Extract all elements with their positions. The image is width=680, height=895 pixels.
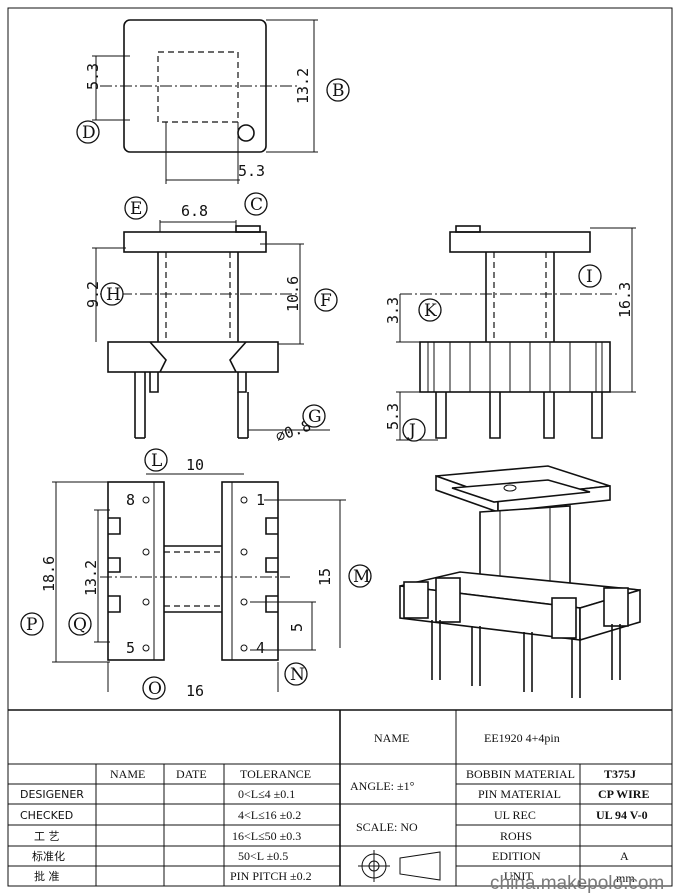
material-value: A xyxy=(620,849,629,863)
label-l: L xyxy=(151,451,162,471)
header-date: DATE xyxy=(176,767,207,781)
side-view: 3.3 5.3 16.3 I K J xyxy=(384,225,636,442)
row-tolerance: 0<L≤4 ±0.1 xyxy=(238,787,295,801)
material-value: CP WIRE xyxy=(598,787,649,801)
material-value: T375J xyxy=(604,767,636,781)
material-label: EDITION xyxy=(492,849,541,863)
name-label: NAME xyxy=(374,731,409,745)
bottom-dim-bottom: 16 xyxy=(186,682,204,700)
projection-symbol xyxy=(358,850,441,882)
front-dim-right: 10.6 xyxy=(284,276,302,312)
bottom-dim-pitch: 5 xyxy=(288,623,306,632)
label-c: C xyxy=(250,195,263,215)
label-i: I xyxy=(586,267,593,287)
side-dim-pin: 5.3 xyxy=(384,403,402,430)
scale-label: SCALE: NO xyxy=(356,820,418,834)
title-block: NAME EE1920 4+4pin ANGLE: ±1° SCALE: NO … xyxy=(8,709,672,886)
row-tolerance: PIN PITCH ±0.2 xyxy=(230,869,312,883)
watermark: china.makepolo.com xyxy=(490,873,664,894)
row-label: 标准化 xyxy=(32,849,65,863)
row-label: 工 艺 xyxy=(34,830,60,843)
material-value: UL 94 V-0 xyxy=(596,808,648,822)
row-tolerance: 50<L ±0.5 xyxy=(238,849,288,863)
header-tolerance: TOLERANCE xyxy=(240,767,311,781)
label-k: K xyxy=(424,301,437,321)
material-label: UL REC xyxy=(494,808,536,822)
material-label: PIN MATERIAL xyxy=(478,787,561,801)
top-dim-total: 13.2 xyxy=(294,68,312,104)
label-b: B xyxy=(332,81,345,101)
row-tolerance: 4<L≤16 ±0.2 xyxy=(238,808,301,822)
bottom-dim-top: 10 xyxy=(186,456,204,474)
material-label: UNIT xyxy=(504,869,533,883)
label-p: P xyxy=(26,615,37,635)
label-n: N xyxy=(290,665,305,685)
side-dim-total: 16.3 xyxy=(616,282,634,318)
bottom-dim-left: 18.6 xyxy=(40,556,58,592)
label-q: Q xyxy=(73,615,87,635)
front-dim-left: 9.2 xyxy=(84,281,102,308)
row-label: DESIGENER xyxy=(20,788,84,801)
row-tolerance: 16<L≤50 ±0.3 xyxy=(232,829,301,843)
bottom-dim-span: 15 xyxy=(316,568,334,586)
label-j: J xyxy=(407,421,416,441)
label-g: G xyxy=(308,407,322,427)
label-d: D xyxy=(82,123,96,143)
label-e: E xyxy=(130,199,142,219)
pin-4: 4 xyxy=(256,639,265,657)
label-o: O xyxy=(148,679,162,699)
row-label: CHECKED xyxy=(20,809,73,822)
bottom-dim-inner: 13.2 xyxy=(82,560,100,596)
front-dim-top: 6.8 xyxy=(181,202,208,220)
header-name: NAME xyxy=(110,767,145,781)
top-dim-width: 5.3 xyxy=(238,162,265,180)
pin-1: 1 xyxy=(256,491,265,509)
name-value: EE1920 4+4pin xyxy=(484,731,560,745)
top-dim-height: 5.3 xyxy=(84,63,102,90)
front-view: 6.8 9.2 10.6 ∅0.8 E C H F G xyxy=(84,192,338,446)
material-value: mm xyxy=(616,871,635,885)
material-label: ROHS xyxy=(500,829,532,843)
material-label: BOBBIN MATERIAL xyxy=(466,767,575,781)
side-dim-upper: 3.3 xyxy=(384,297,402,324)
isometric-view xyxy=(399,465,641,698)
pin-8: 8 xyxy=(126,491,135,509)
angle-label: ANGLE: ±1° xyxy=(350,779,415,793)
top-view: 5.3 13.2 5.3 D B xyxy=(76,19,350,184)
pin-5: 5 xyxy=(126,639,135,657)
label-f: F xyxy=(320,291,332,311)
label-m: M xyxy=(353,567,370,587)
label-h: H xyxy=(106,285,121,305)
row-label: 批 准 xyxy=(34,869,60,883)
bottom-view: 8 1 5 4 10 18.6 13.2 15 5 16 L M xyxy=(20,448,372,700)
